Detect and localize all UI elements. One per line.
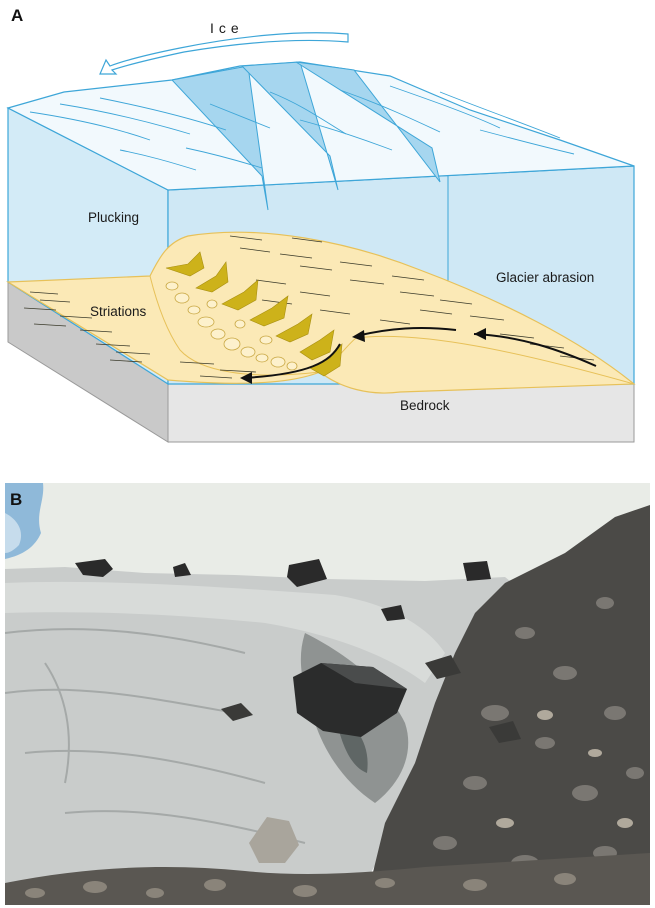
cloud	[5, 483, 44, 559]
bedrock-block	[7, 281, 635, 443]
bedrock-label: Bedrock	[400, 398, 450, 413]
plucked-rock-fragments	[165, 251, 343, 377]
ice-label: Ice	[210, 20, 244, 36]
panel-a-letter: A	[11, 6, 24, 25]
plucking-label: Plucking	[88, 210, 140, 225]
panel-b-letter: B	[10, 490, 23, 509]
ice-flow-arrow	[99, 32, 349, 75]
flow-arrows	[240, 327, 597, 384]
moraine-slope	[365, 505, 650, 905]
boulder-highlight	[321, 663, 407, 689]
pale-boulder	[249, 817, 299, 863]
foreground-stones	[25, 873, 576, 898]
ice-surface-lines	[29, 85, 575, 171]
foreground-rubble	[5, 853, 650, 905]
skyline-boulders	[75, 559, 491, 621]
crevasses	[171, 61, 441, 211]
ice-bright-band	[5, 581, 445, 683]
panel-b-photo	[5, 483, 650, 905]
striations-label: Striations	[90, 304, 147, 319]
pebbles	[165, 281, 298, 371]
sediment-floor	[6, 231, 636, 394]
striation-lines	[23, 235, 595, 379]
moraine-stones-light	[496, 710, 633, 828]
panel-a-diagram	[6, 32, 636, 443]
glacier-abrasion-label: Glacier abrasion	[496, 270, 595, 285]
mid-rocks	[221, 655, 521, 743]
